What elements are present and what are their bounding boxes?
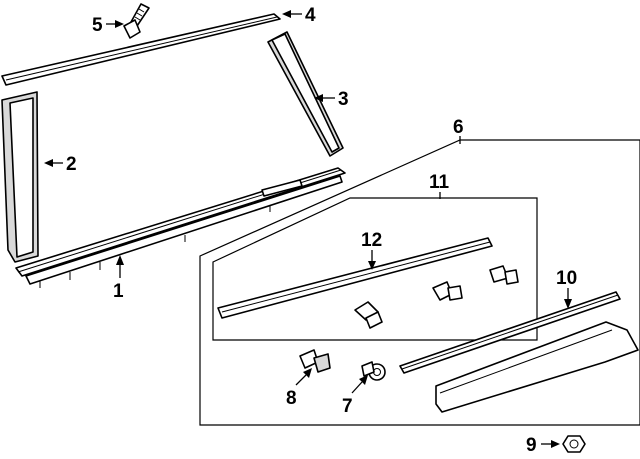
clip-a[interactable]	[354, 301, 383, 329]
clip-b[interactable]	[432, 281, 463, 301]
leader-3	[314, 94, 335, 102]
part-3-pillar-molding[interactable]	[267, 31, 344, 157]
leader-1	[116, 255, 124, 278]
part-6-group-outline	[199, 139, 640, 426]
callout-6: 6	[453, 117, 464, 138]
part-9-plug[interactable]	[562, 435, 586, 453]
part-2-pillar-garnish[interactable]	[1, 91, 39, 263]
part-5-clip[interactable]	[123, 3, 150, 39]
callout-3: 3	[338, 89, 349, 110]
callout-4: 4	[305, 5, 316, 26]
callout-5: 5	[92, 15, 103, 36]
callout-2: 2	[66, 154, 77, 175]
leader-12	[368, 250, 376, 270]
part-4-upper-molding[interactable]	[1, 13, 281, 86]
part-8-clip[interactable]	[299, 349, 331, 373]
clip-c[interactable]	[489, 265, 519, 285]
callout-7: 7	[342, 396, 353, 417]
callout-10: 10	[556, 268, 577, 289]
part-1-belt-molding[interactable]	[15, 167, 346, 288]
callout-12: 12	[361, 230, 382, 251]
leader-4	[282, 10, 302, 18]
leader-2	[44, 159, 63, 167]
door-garnish-panel[interactable]	[435, 321, 639, 413]
leader-10	[564, 288, 572, 309]
callout-8: 8	[286, 388, 297, 409]
leader-7	[351, 375, 368, 394]
callout-11: 11	[429, 172, 450, 193]
leader-5	[106, 20, 124, 28]
callout-9: 9	[526, 435, 537, 456]
callout-1: 1	[113, 281, 124, 302]
part-7-grommet[interactable]	[361, 361, 386, 381]
part-12-inner-molding[interactable]	[217, 237, 493, 319]
part-11-group-outline	[212, 197, 538, 341]
part-10-outer-molding[interactable]	[399, 291, 621, 374]
leader-8	[295, 368, 312, 386]
leader-9	[541, 440, 560, 448]
